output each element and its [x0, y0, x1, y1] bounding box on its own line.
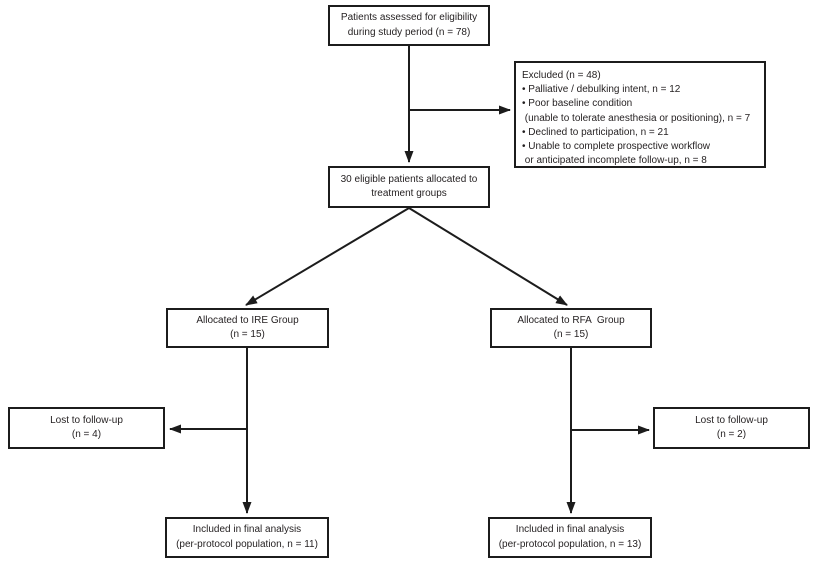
arrow-allocation-to-ire	[245, 207, 410, 306]
node-excluded: Excluded (n = 48) • Palliative / debulki…	[514, 61, 766, 168]
node-lost-ire: Lost to follow-up (n = 4)	[8, 407, 165, 449]
arrow-allocation-to-rfa	[408, 207, 568, 306]
node-lost-rfa: Lost to follow-up (n = 2)	[653, 407, 810, 449]
node-final-ire: Included in final analysis (per-protocol…	[165, 517, 329, 558]
node-final-rfa: Included in final analysis (per-protocol…	[488, 517, 652, 558]
node-rfa-group: Allocated to RFA Group (n = 15)	[490, 308, 652, 348]
node-eligibility: Patients assessed for eligibility during…	[328, 5, 490, 46]
node-ire-group: Allocated to IRE Group (n = 15)	[166, 308, 329, 348]
node-allocation: 30 eligible patients allocated to treatm…	[328, 166, 490, 208]
